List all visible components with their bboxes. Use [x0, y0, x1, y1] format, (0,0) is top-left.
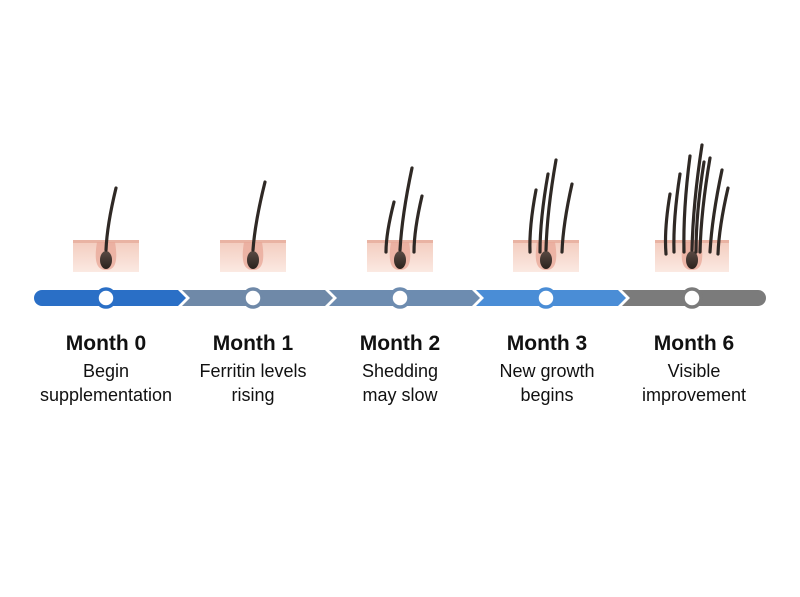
- hair-strand: [544, 158, 558, 252]
- timeline-node: [242, 287, 264, 309]
- hair-strand: [412, 194, 424, 254]
- stage-description-line: improvement: [641, 385, 747, 405]
- stage-description-line: New growth: [499, 361, 595, 381]
- timeline-node: [389, 287, 411, 309]
- stage-title: Month 0: [65, 332, 147, 355]
- stage-month-3: Month 3 New growth begins: [472, 331, 622, 407]
- hair-follicle-illustration: [367, 166, 433, 272]
- hair-strand: [682, 154, 692, 254]
- stage-description-line: Ferritin levels: [199, 361, 307, 381]
- hair-bulb: [686, 251, 698, 269]
- stage-description-line: rising: [231, 385, 275, 405]
- hair-strand: [398, 166, 414, 252]
- stage-description-line: Shedding: [361, 361, 439, 381]
- stage-month-0: Month 0 Begin supplementation: [31, 331, 181, 407]
- hair-follicle-illustration: [655, 143, 730, 272]
- hair-follicle-illustration: [220, 180, 286, 272]
- hair-bulb: [394, 251, 406, 269]
- timeline-node: [681, 287, 703, 309]
- stage-description: Visible improvement: [619, 359, 769, 407]
- stage-month-2: Month 2 Shedding may slow: [325, 331, 475, 407]
- stage-month-6: Month 6 Visible improvement: [619, 331, 769, 407]
- hair-strand: [672, 172, 682, 254]
- stage-description-line: may slow: [362, 385, 438, 405]
- stage-description-line: begins: [520, 385, 574, 405]
- stage-description: Begin supplementation: [31, 359, 181, 407]
- hair-bulb: [100, 251, 112, 269]
- stage-title: Month 1: [212, 332, 294, 355]
- hair-strand: [251, 180, 267, 252]
- hair-strand: [663, 192, 672, 256]
- hair-bulb: [540, 251, 552, 269]
- stage-description: Ferritin levels rising: [178, 359, 328, 407]
- stage-title: Month 2: [359, 332, 441, 355]
- hair-follicle-illustration: [73, 186, 139, 272]
- stage-title: Month 3: [506, 332, 588, 355]
- hair-strand: [384, 200, 396, 254]
- stage-description-line: supplementation: [39, 385, 173, 405]
- hair-strand: [560, 182, 574, 254]
- hair-strand: [708, 168, 724, 254]
- stage-month-1: Month 1 Ferritin levels rising: [178, 331, 328, 407]
- hair-strand: [528, 188, 538, 254]
- hair-strand: [690, 143, 704, 252]
- timeline-node: [95, 287, 117, 309]
- hair-strand: [104, 186, 118, 252]
- hair-strand: [694, 160, 706, 254]
- hair-strand: [538, 172, 550, 254]
- hair-strand: [716, 186, 730, 256]
- timeline-node: [535, 287, 557, 309]
- stage-description-line: Visible: [667, 361, 721, 381]
- stage-description: Shedding may slow: [325, 359, 475, 407]
- hair-strand: [698, 156, 712, 254]
- stage-description-line: Begin: [82, 361, 130, 381]
- hair-follicle-illustration: [513, 158, 579, 272]
- stage-title: Month 6: [653, 332, 735, 355]
- hair-bulb: [247, 251, 259, 269]
- stage-description: New growth begins: [472, 359, 622, 407]
